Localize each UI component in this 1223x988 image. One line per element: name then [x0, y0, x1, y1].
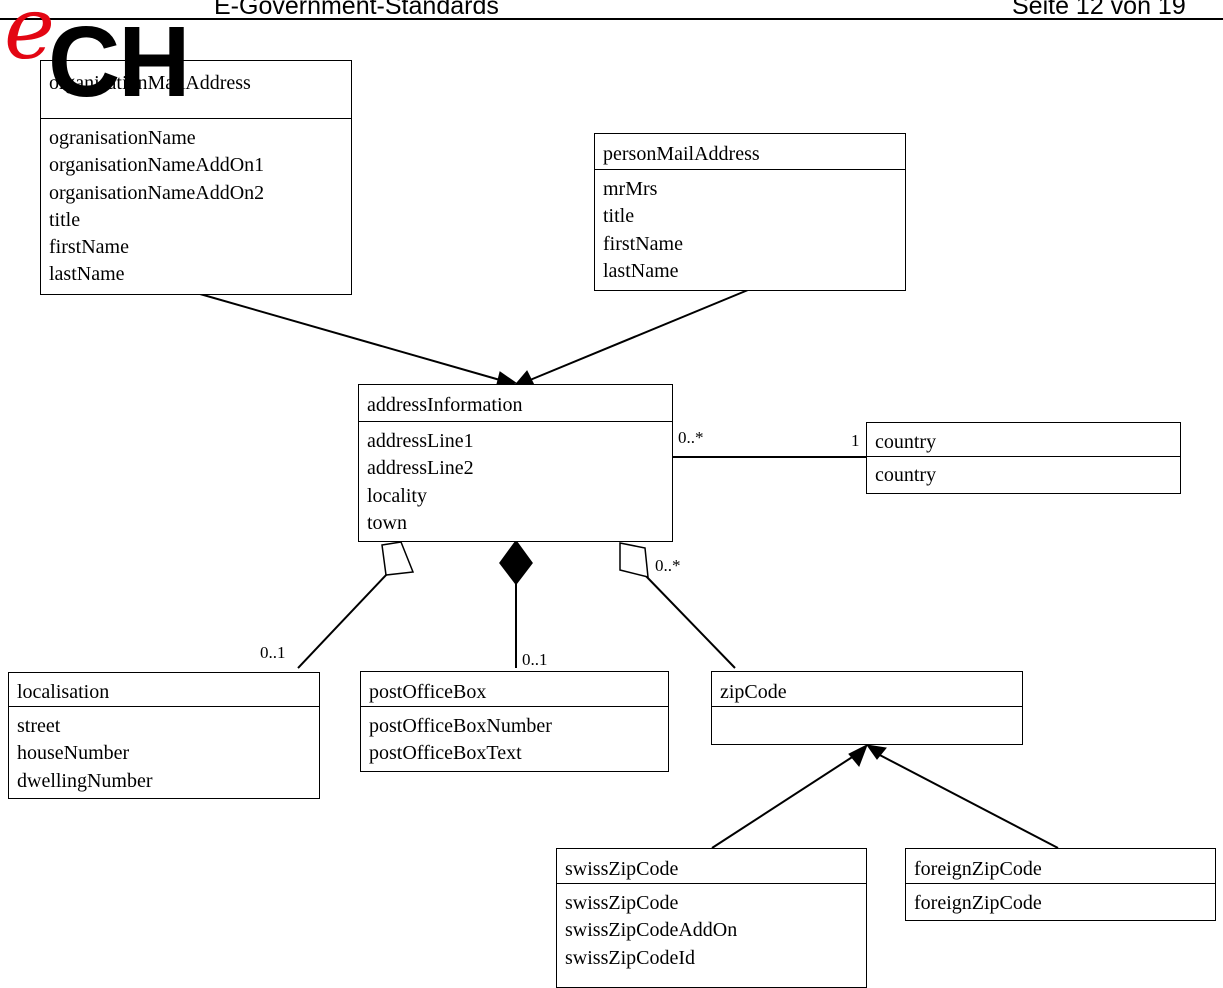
class-country: country country	[866, 422, 1181, 494]
arrowhead-foreign	[865, 744, 887, 760]
class-addressInformation: addressInformation addressLine1 addressL…	[358, 384, 673, 542]
class-name: localisation	[9, 673, 319, 707]
class-attributes: addressLine1 addressLine2 locality town	[359, 422, 672, 537]
class-name: zipCode	[712, 672, 1022, 707]
class-postOfficeBox: postOfficeBox postOfficeBoxNumber postOf…	[360, 671, 669, 772]
multiplicity-address-country-source: 0..*	[678, 428, 704, 447]
attribute: ogranisationName	[49, 127, 196, 149]
attribute: mrMrs	[603, 178, 658, 200]
attribute: postOfficeBoxText	[369, 742, 522, 765]
class-swissZipCode: swissZipCode swissZipCode swissZipCodeAd…	[556, 848, 867, 988]
attribute: dwellingNumber	[17, 769, 153, 792]
class-personMailAddress: personMailAddress mrMrs title firstName …	[594, 133, 906, 291]
attribute: foreignZipCode	[914, 892, 1042, 914]
aggregation-diamond-localisation	[381, 541, 415, 576]
attribute: firstName	[49, 236, 129, 259]
class-attributes: ogranisationName organisationNameAddOn1 …	[41, 119, 351, 289]
generalization-line-swiss	[711, 751, 861, 849]
attribute: title	[49, 208, 81, 231]
generalization-line-person	[529, 289, 749, 381]
attribute: swissZipCode	[565, 892, 679, 914]
class-attributes: country	[867, 457, 1180, 489]
attribute: country	[875, 464, 937, 486]
document-title: E-Government-Standards	[214, 0, 499, 20]
class-name: personMailAddress	[595, 134, 905, 170]
multiplicity-address-country-target: 1	[851, 431, 860, 450]
class-foreignZipCode: foreignZipCode foreignZipCode	[905, 848, 1216, 921]
header-rule	[0, 18, 1223, 20]
class-name: postOfficeBox	[361, 672, 668, 707]
generalization-line-foreign	[873, 751, 1059, 849]
attribute: lastName	[603, 259, 679, 282]
class-attributes	[712, 707, 1022, 713]
arrowhead-swiss	[848, 743, 868, 767]
attribute: firstName	[603, 232, 683, 255]
attribute: title	[603, 205, 635, 228]
class-name: organisationMailAddress	[41, 61, 351, 119]
attribute: organisationNameAddOn1	[49, 154, 265, 177]
multiplicity-address-zipcode: 0..*	[655, 556, 681, 575]
attribute: addressLine2	[367, 457, 474, 480]
class-name: foreignZipCode	[906, 849, 1215, 884]
aggregation-line-zipcode	[643, 573, 736, 669]
aggregation-diamond-zipcode	[619, 542, 649, 578]
attribute: houseNumber	[17, 742, 130, 765]
generalization-line-organisation	[199, 293, 501, 381]
class-organisationMailAddress: organisationMailAddress ogranisationName…	[40, 60, 352, 295]
class-name: addressInformation	[359, 385, 672, 422]
attribute: lastName	[49, 263, 125, 286]
composition-diamond-postofficebox	[499, 539, 533, 586]
attribute: addressLine1	[367, 430, 474, 452]
attribute: town	[367, 511, 407, 534]
attribute: organisationNameAddOn2	[49, 181, 265, 204]
aggregation-line-localisation	[297, 573, 388, 669]
attribute: postOfficeBoxNumber	[369, 715, 552, 737]
attribute: locality	[367, 484, 427, 507]
class-name: country	[867, 423, 1180, 457]
class-attributes: swissZipCode swissZipCodeAddOn swissZipC…	[557, 884, 866, 972]
class-attributes: postOfficeBoxNumber postOfficeBoxText	[361, 707, 668, 768]
class-attributes: mrMrs title firstName lastName	[595, 170, 905, 285]
class-name: swissZipCode	[557, 849, 866, 884]
multiplicity-address-localisation: 0..1	[260, 643, 286, 662]
attribute: street	[17, 715, 61, 737]
class-attributes: foreignZipCode	[906, 884, 1215, 917]
class-attributes: street houseNumber dwellingNumber	[9, 707, 319, 795]
page-number: Seite 12 von 19	[1012, 0, 1186, 20]
class-localisation: localisation street houseNumber dwelling…	[8, 672, 320, 799]
attribute: swissZipCodeAddOn	[565, 919, 738, 942]
attribute: swissZipCodeId	[565, 946, 695, 969]
multiplicity-address-postofficebox: 0..1	[522, 650, 548, 669]
class-zipCode: zipCode	[711, 671, 1023, 745]
